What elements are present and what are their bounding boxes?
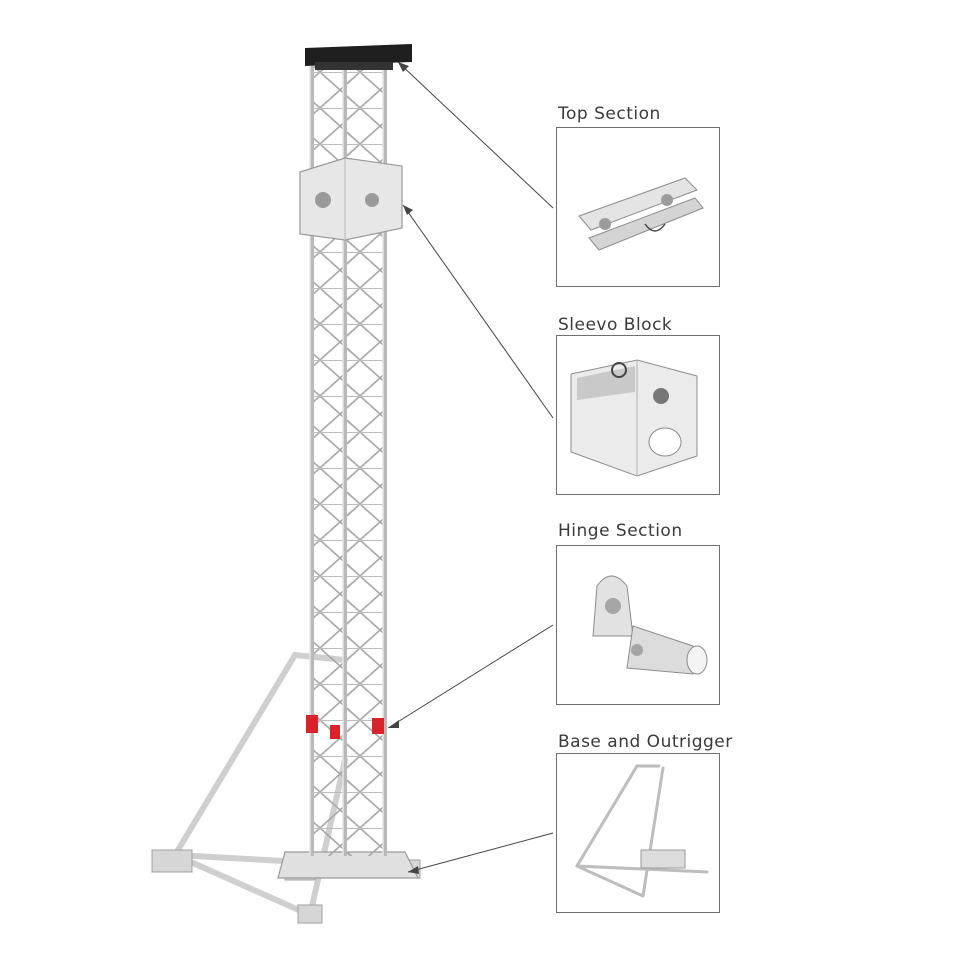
top-section-detail-image [578, 177, 704, 251]
leader-hinge-section [387, 624, 554, 729]
panel-base-outrigger [556, 753, 720, 913]
leader-sleeve-block [402, 204, 554, 419]
leader-lines [387, 61, 554, 873]
sleeve-block-shape [299, 157, 403, 241]
hinge-section-detail-image [592, 575, 708, 675]
leader-base-outrigger [407, 832, 554, 873]
panel-hinge-section [556, 545, 720, 705]
base-outrigger-detail-image [575, 764, 709, 898]
hinge-accents [306, 715, 384, 739]
label-hinge-section: Hinge Section [558, 521, 683, 541]
sleeve-block-detail-image [570, 359, 698, 477]
top-beam-shape [305, 44, 412, 70]
leader-arrowheads [388, 62, 419, 874]
label-top-section: Top Section [558, 104, 661, 124]
label-base-outrigger: Base and Outrigger [558, 732, 733, 752]
panel-top-section [556, 127, 720, 287]
label-sleeve-block: Sleevo Block [558, 315, 673, 335]
leader-top-section [397, 61, 554, 209]
panel-sleeve-block [556, 335, 720, 495]
